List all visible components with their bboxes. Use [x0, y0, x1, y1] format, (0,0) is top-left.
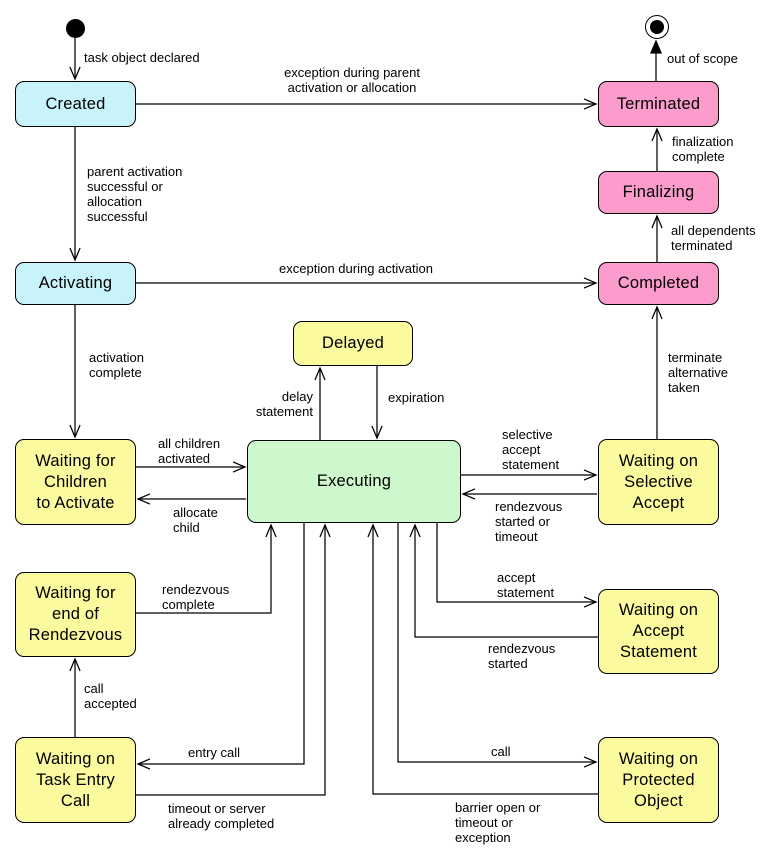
transition-label-exception-during-parent-activation-or-allocation: exception during parent activation or al…	[284, 65, 420, 95]
transition-label-delay-statement: delay statement	[255, 389, 313, 419]
state-waiting-on-selective-accept: Waiting on Selective Accept	[598, 439, 719, 525]
transition-label-call: call	[491, 744, 511, 759]
transition-line-entry-call	[138, 523, 305, 765]
transition-line-accept-statement	[436, 523, 596, 603]
arrowhead-selective-accept-statement	[583, 469, 598, 481]
state-completed: Completed	[598, 262, 719, 305]
transition-label-terminate-alternative-taken: terminate alternative taken	[668, 350, 728, 395]
transition-label-all-dependents-terminated: all dependents terminated	[671, 223, 756, 253]
state-waiting-for-end-of-rendezvous: Waiting for end of Rendezvous	[15, 572, 136, 657]
transition-label-expiration: expiration	[388, 390, 445, 405]
arrowhead-entry-call	[136, 758, 151, 770]
transition-label-parent-activation-successful-or-allocation-successful: parent activation successful or allocati…	[87, 164, 183, 224]
transition-label-exception-during-activation: exception during activation	[279, 261, 433, 276]
transition-label-allocate-child: allocate child	[173, 505, 218, 535]
state-waiting-for-children-to-activate: Waiting for Children to Activate	[15, 439, 136, 525]
transition-line-rendezvous-started	[414, 525, 598, 638]
state-created: Created	[15, 81, 136, 127]
transition-label-out-of-scope: out of scope	[667, 51, 738, 66]
transition-label-finalization-complete: finalization complete	[672, 134, 734, 164]
arrowhead-activation-complete	[69, 424, 81, 439]
final-state-inner-dot	[650, 20, 664, 34]
transition-label-rendezvous-complete: rendezvous complete	[162, 582, 230, 612]
transition-line-rendezvous-complete	[136, 525, 272, 614]
arrowhead-expiration	[371, 425, 383, 440]
arrowhead-out-of-scope	[649, 39, 663, 54]
state-terminated: Terminated	[598, 81, 719, 127]
transition-label-call-accepted: call accepted	[84, 681, 137, 711]
state-waiting-on-task-entry-call: Waiting on Task Entry Call	[15, 737, 136, 823]
state-finalizing: Finalizing	[598, 171, 719, 214]
transition-label-all-children-activated: all children activated	[158, 436, 221, 466]
state-executing: Executing	[247, 440, 461, 523]
arrowhead-parent-activation-successful-or-allocation-successful	[69, 247, 81, 262]
arrowhead-exception-during-activation	[583, 277, 598, 289]
transition-label-task-object-declared: task object declared	[84, 50, 200, 65]
arrowhead-call-accepted	[69, 657, 81, 672]
arrowhead-all-dependents-terminated	[651, 214, 663, 229]
arrowhead-terminate-alternative-taken	[651, 305, 663, 320]
transition-label-entry-call: entry call	[188, 745, 241, 760]
arrowhead-task-object-declared	[69, 66, 81, 81]
state-waiting-on-protected-object: Waiting on Protected Object	[598, 737, 719, 823]
transition-label-rendezvous-started: rendezvous started	[488, 641, 556, 671]
arrowhead-delay-statement	[314, 366, 326, 381]
transition-line-call	[397, 523, 596, 763]
state-activating: Activating	[15, 262, 136, 305]
arrowhead-accept-statement	[583, 596, 598, 608]
transition-line-timeout-or-server-already-completed	[136, 525, 326, 796]
state-delayed: Delayed	[293, 321, 413, 366]
arrowhead-exception-during-parent-activation-or-allocation	[583, 98, 598, 110]
arrowhead-allocate-child	[136, 493, 151, 505]
final-state-icon	[645, 15, 669, 39]
transition-label-timeout-or-server-already-completed: timeout or server already completed	[168, 801, 275, 831]
arrowhead-call	[583, 756, 598, 768]
transition-label-accept-statement: accept statement	[497, 570, 555, 600]
transition-label-rendezvous-started-or-timeout: rendezvous started or timeout	[495, 499, 563, 544]
state-waiting-on-accept-statement: Waiting on Accept Statement	[598, 589, 719, 674]
transition-label-selective-accept-statement: selective accept statement	[502, 427, 560, 472]
transition-line-barrier-open-or-timeout-or-exception	[372, 525, 598, 795]
arrowhead-barrier-open-or-timeout-or-exception	[367, 523, 379, 538]
arrowhead-timeout-or-server-already-completed	[319, 523, 331, 538]
arrowhead-rendezvous-started	[409, 523, 421, 538]
arrowhead-all-children-activated	[232, 461, 247, 473]
transition-label-barrier-open-or-timeout-or-exception: barrier open or timeout or exception	[455, 800, 541, 845]
transition-label-activation-complete: activation complete	[89, 350, 144, 380]
arrowhead-finalization-complete	[651, 127, 663, 142]
initial-state-icon	[65, 18, 85, 38]
arrowhead-rendezvous-complete	[265, 523, 277, 538]
arrowhead-rendezvous-started-or-timeout	[461, 488, 476, 500]
